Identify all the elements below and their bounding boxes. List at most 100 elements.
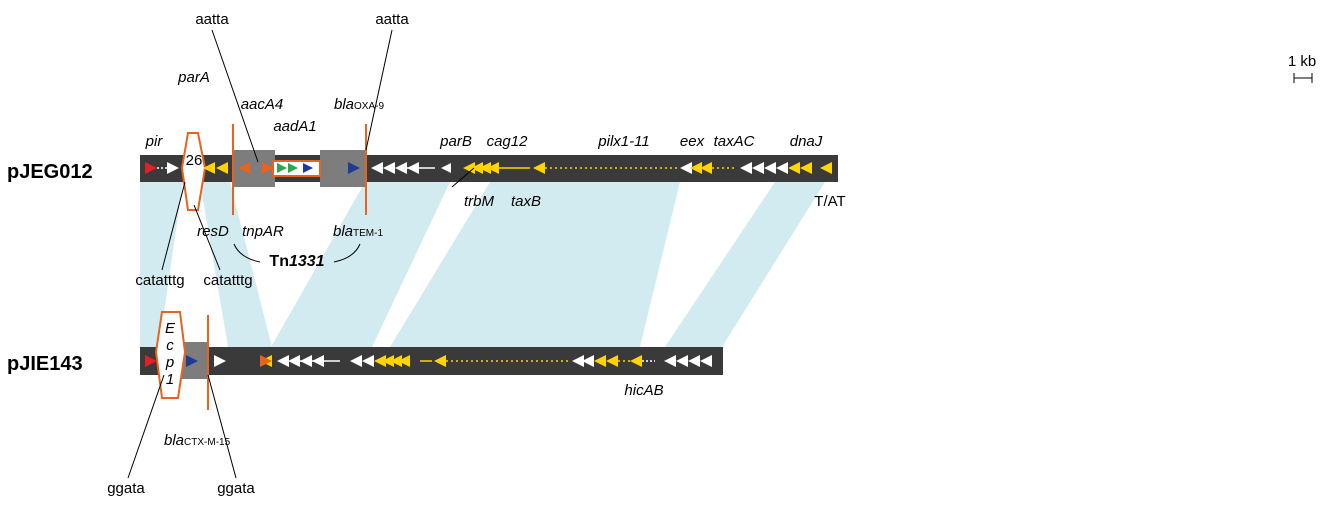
arrow-bla-ctx [186,355,198,367]
plasmid-name-pjeg012: pJEG012 [7,161,93,183]
plasmid-name-pjie143: pJIE143 [7,353,83,375]
target-site-bottom-right: ggata [217,480,255,497]
bla-ctx-main: bla [164,432,184,449]
arrow-yellow [487,162,499,174]
arrow-white [776,162,788,174]
arrow-white [167,162,179,174]
gene-label-bla-tem: blaTEM-1 [333,223,383,240]
target-site-bottom-left: ggata [107,480,145,497]
arrow-blue [303,163,313,173]
transposon-label: Tn1331 [269,253,324,270]
bla-tem-subscript: TEM-1 [353,228,383,239]
isecp1-label-line-3: p [165,354,174,371]
isecp1-label-line-1: E [165,320,176,337]
arrow-white [676,355,688,367]
is26-label-char-1: 26 [186,152,203,169]
boundary-lines [207,124,367,410]
gene-label-parb: parB [439,133,472,150]
arrow-yellow [471,162,483,174]
isecp1-label-line-2: c [166,337,174,354]
target-site-mid-right: catatttg [203,272,252,289]
arrow-yellow [479,162,491,174]
arrow-white [383,162,395,174]
gene-label-resd: resD [197,223,229,240]
arrow-green [277,163,287,173]
arrow-yellow [800,162,812,174]
target-site-top-right: aatta [375,11,409,28]
gene-label-pir: pir [145,133,164,150]
homology-block-5 [665,182,825,347]
arrow-orange [238,162,250,174]
homology-block-1 [140,182,183,347]
arrow-yellow [382,355,394,367]
arrow-white [740,162,752,174]
arrow-green [288,163,298,173]
arrow-yellow [690,162,702,174]
gene-label-bla-ctx: blaCTX-M-15 [164,432,231,449]
gene-label-taxac: taxAC [714,133,755,150]
arrow-pir [145,355,157,367]
arrow-white [362,355,374,367]
arrow-white [572,355,584,367]
arrow-white [752,162,764,174]
arrow-yellow [606,355,618,367]
insert-block-bla-tem [320,150,366,187]
homology-shading [140,182,825,347]
bla-oxa-main: bla [334,96,354,113]
is26-element: 26 [180,132,207,211]
arrow-white [371,162,383,174]
arrow-yellow [700,162,712,174]
gene-label-hicab: hicAB [624,382,663,399]
arrow-orange [260,355,272,367]
arrow-taxb [533,162,545,174]
arrow-pir [145,162,157,174]
arrow-yellow [594,355,606,367]
arrow-white [300,355,312,367]
homology-block-4 [390,182,680,347]
arrow-yellow [398,355,410,367]
arrow-yellow [820,162,832,174]
transposon-prefix: Tn [269,253,289,270]
genes-pjie143 [145,355,712,367]
gene-label-pilx: pilx1-11 [597,133,649,150]
arrow-white [407,162,419,174]
arrow-white [312,355,324,367]
gene-label-para: parA [177,69,210,86]
arrow-white [680,162,692,174]
bla-oxa-subscript: OXA-9 [354,101,384,112]
gene-label-tnpar: tnpAR [242,223,284,240]
leader-lines [127,29,475,479]
arrow-hicab [630,355,642,367]
arrow-bla-tem [348,162,360,174]
gene-label-bla-oxa: blaOXA-9 [334,96,384,113]
scale-bar-label: 1 kb [1288,53,1316,70]
transposon-number: 1331 [289,253,325,270]
arrow-yellow [788,162,800,174]
arrow-parb [441,163,451,173]
gene-label-tat: T/AT [814,193,845,210]
bla-ctx-subscript: CTX-M-15 [184,437,231,448]
arrow-white [277,355,289,367]
gene-label-eex: eex [680,133,705,150]
gene-label-aada1: aadA1 [273,118,316,135]
scale-bar [1293,73,1313,83]
gene-label-trbm: trbM [464,193,495,210]
arrow-white [700,355,712,367]
bla-tem-main: bla [333,223,353,240]
target-site-top-left: aatta [195,11,229,28]
gene-label-cag12: cag12 [487,133,529,150]
arrow-yellow [434,355,446,367]
arrow-yellow [374,355,386,367]
arrow-white [214,355,226,367]
target-site-mid-left: catatttg [135,272,184,289]
arrow-white [350,355,362,367]
genes-pjeg012 [145,162,832,174]
gene-label-taxb: taxB [511,193,541,210]
arrow-white [395,162,407,174]
homology-block-3 [271,182,450,347]
arrow-white [582,355,594,367]
homology-block-2 [200,182,272,347]
gene-label-aaca4: aacA4 [241,96,284,113]
arrow-white [664,355,676,367]
